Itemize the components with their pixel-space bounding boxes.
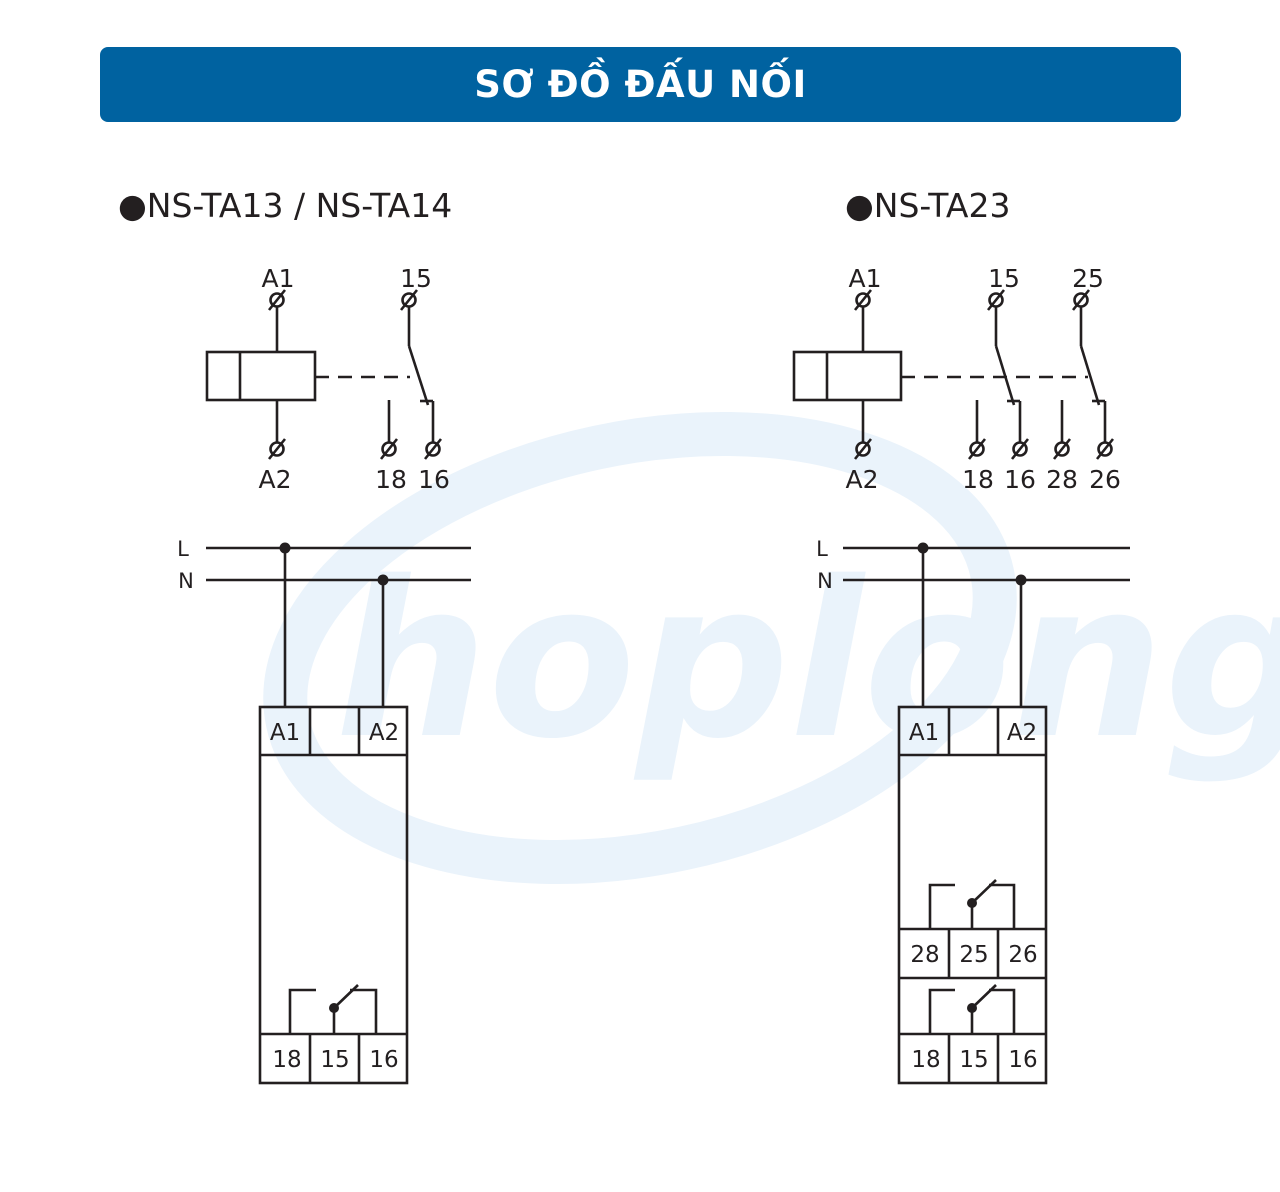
left-label-a1: A1 — [261, 264, 294, 293]
right-terminal-16-icon — [1010, 437, 1030, 461]
right-contact-pivot-1 — [967, 1003, 977, 1013]
left-terminal-a2-icon — [267, 437, 287, 461]
right-box-a2: A2 — [1007, 720, 1037, 746]
right-terminal-a1-icon — [853, 288, 873, 312]
watermark-logo: hoplong — [263, 411, 1280, 885]
left-label-l: L — [177, 537, 189, 561]
right-label-15: 15 — [988, 264, 1020, 293]
right-label-16: 16 — [1004, 465, 1036, 494]
right-label-a2: A2 — [845, 465, 878, 494]
left-label-15: 15 — [400, 264, 432, 293]
right-label-n: N — [817, 569, 833, 593]
left-section-title: ●NS-TA13 / NS-TA14 — [118, 186, 452, 225]
left-coil — [205, 350, 317, 402]
left-label-16: 16 — [418, 465, 450, 494]
right-label-25: 25 — [1072, 264, 1104, 293]
right-terminal-26-icon — [1095, 437, 1115, 461]
left-contact-switch — [407, 345, 430, 406]
right-terminal-28-icon — [1052, 437, 1072, 461]
left-terminal-16-icon — [423, 437, 443, 461]
left-box-15: 15 — [320, 1047, 349, 1073]
left-box-16: 16 — [369, 1047, 398, 1073]
right-coil — [792, 350, 903, 402]
left-junction-l — [279, 542, 291, 554]
left-wiring — [206, 546, 471, 1085]
left-box-a1: A1 — [270, 720, 300, 746]
page-title: SƠ ĐỒ ĐẤU NỐI — [474, 63, 807, 106]
right-section-title: ●NS-TA23 — [845, 186, 1010, 225]
left-box-18: 18 — [272, 1047, 301, 1073]
right-box-28: 28 — [910, 942, 939, 968]
right-contact-switch-2 — [1079, 345, 1101, 406]
left-label-18: 18 — [375, 465, 407, 494]
right-box-18: 18 — [911, 1047, 940, 1073]
right-label-a1: A1 — [848, 264, 881, 293]
right-label-l: L — [816, 537, 828, 561]
left-box-a2: A2 — [369, 720, 399, 746]
right-label-26: 26 — [1089, 465, 1121, 494]
right-terminal-25-icon — [1071, 288, 1091, 312]
right-junction-n — [1015, 574, 1027, 586]
right-contact-pivot-2 — [967, 898, 977, 908]
right-contact-switch-1 — [994, 345, 1016, 406]
right-box-25: 25 — [959, 942, 988, 968]
right-box-26: 26 — [1008, 942, 1037, 968]
right-relay-housing — [897, 705, 1048, 1085]
left-schematic — [205, 300, 435, 449]
header-banner: SƠ ĐỒ ĐẤU NỐI — [100, 47, 1181, 122]
left-terminal-18-icon — [379, 437, 399, 461]
left-terminal-a1-icon — [267, 288, 287, 312]
left-label-a2: A2 — [258, 465, 291, 494]
watermark-text: hoplong — [335, 535, 1280, 786]
right-schematic — [792, 300, 1107, 449]
left-relay-housing — [258, 705, 409, 1085]
right-box-16: 16 — [1008, 1047, 1037, 1073]
right-wiring — [843, 546, 1130, 1085]
right-terminal-18-icon — [967, 437, 987, 461]
left-label-n: N — [178, 569, 194, 593]
right-label-28: 28 — [1046, 465, 1078, 494]
right-box-15: 15 — [959, 1047, 988, 1073]
right-terminal-15-icon — [986, 288, 1006, 312]
right-label-18: 18 — [962, 465, 994, 494]
left-junction-n — [377, 574, 389, 586]
right-box-a1: A1 — [909, 720, 939, 746]
left-contact-pivot — [329, 1003, 339, 1013]
left-terminal-15-icon — [399, 288, 419, 312]
right-junction-l — [917, 542, 929, 554]
